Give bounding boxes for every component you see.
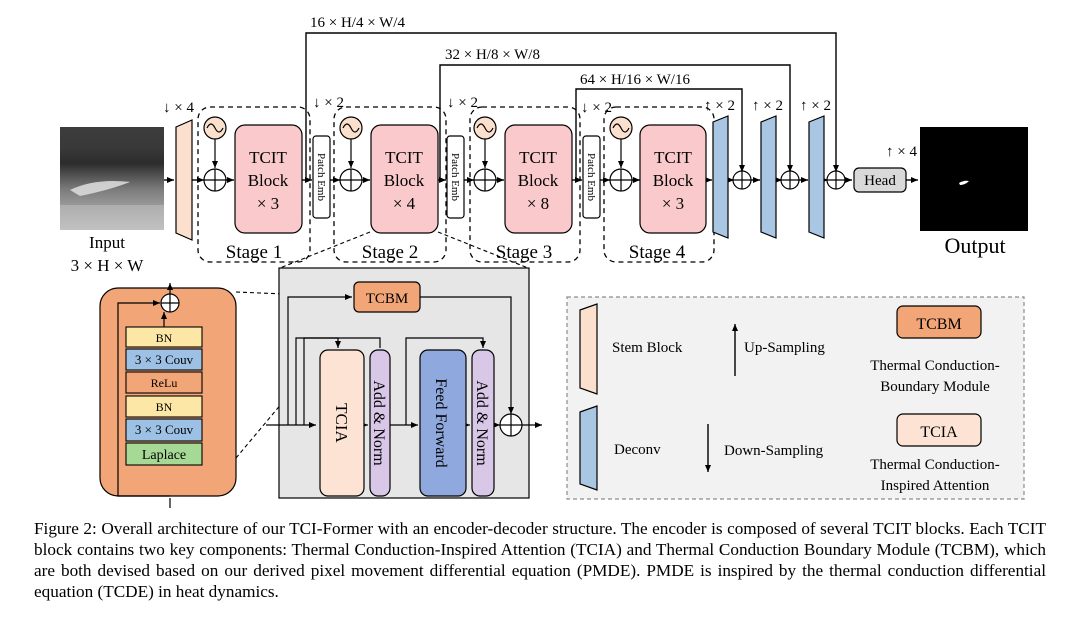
legend-tcbm-label: TCBM: [916, 316, 961, 333]
skip-label-1: 16 × H/4 × W/4: [310, 15, 405, 31]
deconv-block-2: [760, 115, 777, 239]
input-dims: 3 × H × W: [71, 256, 145, 275]
output-label: Output: [944, 233, 1005, 258]
legend-tcbm-box: [896, 305, 982, 339]
head-label: Head: [864, 173, 896, 189]
add-norm-box-1: [369, 349, 391, 497]
tcbm-layer-label: 3 × 3 Couv: [135, 352, 194, 367]
patch-scale: ↓ × 2: [447, 95, 478, 111]
add-norm-label: Add & Norm: [473, 380, 490, 466]
input-image: [60, 127, 164, 230]
tcbm-layer-label: BN: [156, 400, 173, 414]
tcbm-label: TCBM: [366, 291, 409, 307]
legend-tcia-label: TCIA: [920, 424, 958, 441]
legend-deconv-icon: [579, 405, 598, 491]
patch-emb-label: Patch Emb: [449, 153, 461, 201]
deconv-block-3: [808, 115, 825, 239]
tcit-block-word: Block: [518, 171, 559, 190]
skip-line-2: [439, 64, 793, 180]
legend-stem-label: Stem Block: [612, 340, 683, 356]
patch-scale: ↓ × 2: [581, 100, 612, 116]
tcit-title: TCIT: [385, 148, 423, 167]
head-block: [853, 167, 907, 193]
add-norm-box-2: [471, 349, 495, 497]
legend-tcia-desc: Thermal Conduction-: [870, 457, 1000, 473]
stage-label: Stage 3: [496, 242, 552, 263]
add-norm-label: Add & Norm: [370, 380, 387, 466]
feed-forward-box: [419, 349, 467, 497]
patch-emb-1: [312, 135, 331, 219]
architecture-diagram: 16 × H/4 × W/4 32 × H/8 × W/8 64 × H/16 …: [60, 15, 1028, 508]
tcit-block-word: Block: [653, 171, 694, 190]
legend-deconv-label: Deconv: [614, 442, 661, 458]
legend-stem-icon: [579, 303, 598, 395]
tcit-title: TCIT: [519, 148, 557, 167]
deconv-scale: ↑ × 2: [752, 98, 783, 114]
deconv-block-1: [712, 115, 729, 239]
tcit-mult: × 3: [257, 194, 279, 213]
stage-1-box: [197, 106, 311, 263]
tcbm-layer-label: ReLu: [151, 376, 178, 390]
tcit-block-2: [370, 124, 439, 234]
patch-emb-label: Patch Emb: [585, 153, 597, 201]
legend-tcia-box: [896, 413, 982, 447]
legend-tcbm-desc: Boundary Module: [880, 379, 990, 395]
legend-tcbm-desc: Thermal Conduction-: [870, 358, 1000, 374]
stage-label: Stage 2: [362, 242, 418, 263]
tcbm-layer-label: BN: [156, 331, 173, 345]
skip-label-2: 32 × H/8 × W/8: [445, 47, 540, 63]
stem-scale: ↓ × 4: [163, 100, 194, 116]
tcbm-layer-label: Laplace: [142, 448, 186, 463]
head-scale: ↑ × 4: [886, 144, 917, 160]
skip-connections: [305, 32, 839, 180]
tcit-mult: × 8: [527, 194, 549, 213]
legend-tcia-desc: Inspired Attention: [881, 478, 990, 494]
bn-layer: [125, 395, 203, 418]
stem-block: [175, 119, 193, 241]
skip-line-1: [305, 32, 839, 180]
tcia-box: [319, 349, 365, 497]
laplace-layer: [125, 442, 203, 466]
legend-up-label: Up-Sampling: [744, 340, 825, 356]
tcit-title: TCIT: [249, 148, 287, 167]
tcit-block-1: [234, 124, 303, 234]
deconv-scale: ↑ × 2: [800, 98, 831, 114]
tcit-block-4: [639, 124, 707, 234]
tcit-block-3: [504, 124, 573, 234]
feed-forward-label: Feed Forward: [432, 378, 449, 467]
conv-layer: [125, 418, 203, 442]
deconv-scale: ↑ × 2: [704, 98, 735, 114]
stage-3-box: [469, 106, 581, 263]
input-label: Input: [89, 233, 125, 252]
tcia-label: TCIA: [332, 403, 351, 443]
stage-2-box: [333, 106, 447, 263]
tcbm-box: [353, 281, 421, 313]
tcit-block-word: Block: [248, 171, 289, 190]
tcit-mult: × 4: [393, 194, 416, 213]
tcit-block-word: Block: [384, 171, 425, 190]
conv-layer: [125, 348, 203, 371]
stage-4-box: [603, 106, 715, 263]
patch-emb-3: [582, 135, 601, 219]
patch-emb-2: [446, 135, 465, 219]
legend-down-label: Down-Sampling: [724, 443, 824, 459]
relu-layer: [125, 371, 203, 394]
figure-caption: Figure 2: Overall architecture of our TC…: [34, 519, 1046, 601]
patch-scale: ↓ × 2: [313, 95, 344, 111]
stage-label: Stage 4: [629, 242, 686, 263]
skip-label-3: 64 × H/16 × W/16: [580, 72, 690, 88]
output-image: [920, 127, 1028, 231]
tcit-title: TCIT: [654, 148, 692, 167]
stage-label: Stage 1: [226, 242, 282, 263]
skip-line-3: [575, 88, 745, 180]
tcit-mult: × 3: [662, 194, 684, 213]
patch-emb-label: Patch Emb: [315, 153, 327, 201]
tcbm-layer-label: 3 × 3 Couv: [135, 422, 194, 437]
